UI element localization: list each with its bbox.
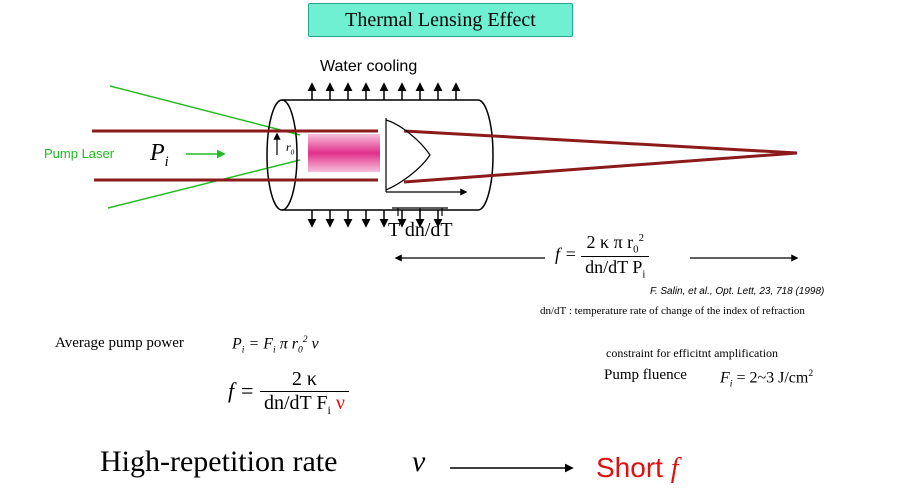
focal-equation: f = 2 κ π r02 dn/dT Pi: [555, 232, 650, 280]
title-box: Thermal Lensing Effect: [308, 3, 573, 37]
pump-ray-top: [109, 85, 301, 136]
tdndt-label: T dn/dT: [388, 219, 453, 241]
focal-equation-2: f = 2 κ dn/dT Fi ν: [228, 368, 349, 418]
focal-eq-lhs: f =: [555, 244, 577, 265]
avg-pump-equation: Pi = Fi π r02 ν: [232, 334, 319, 356]
avg-pump-label: Average pump power: [55, 335, 184, 351]
pump-fluence-label: Pump fluence: [604, 367, 687, 383]
pumped-rod: [308, 134, 380, 172]
beam-top-out: [403, 129, 798, 155]
short-label: Short f: [596, 452, 679, 484]
focal-eq2-lhs: f =: [228, 378, 255, 404]
focal-eq-fraction: 2 κ π r02 dn/dT Pi: [581, 232, 650, 280]
pump-ray-bottom: [107, 159, 301, 209]
pump-power-symbol: Pi: [150, 140, 169, 170]
citation: F. Salin, et al., Opt. Lett, 23, 718 (19…: [650, 286, 825, 297]
high-rep-label: High-repetition rate: [100, 445, 338, 478]
cooling-arrows-bottom: [307, 210, 443, 228]
pump-fluence-equation: Fi = 2~3 J/cm2: [720, 368, 814, 390]
radius-label: r0: [286, 140, 295, 157]
cooling-arrows-top: [307, 82, 461, 100]
title-text: Thermal Lensing Effect: [345, 9, 536, 31]
water-cooling-label: Water cooling: [320, 58, 418, 75]
pump-laser-label: Pump Laser: [44, 146, 115, 161]
temperature-profile: [385, 119, 431, 191]
crystal-front-face: [281, 99, 298, 211]
beam-bottom-out: [403, 151, 798, 184]
crystal-cylinder: [266, 99, 494, 211]
dndt-note: dn/dT : temperature rate of change of th…: [540, 305, 805, 317]
nu-symbol: ν: [412, 445, 426, 478]
constraint-label: constraint for efficitnt amplification: [606, 346, 779, 360]
focal-eq2-fraction: 2 κ dn/dT Fi ν: [259, 368, 349, 418]
